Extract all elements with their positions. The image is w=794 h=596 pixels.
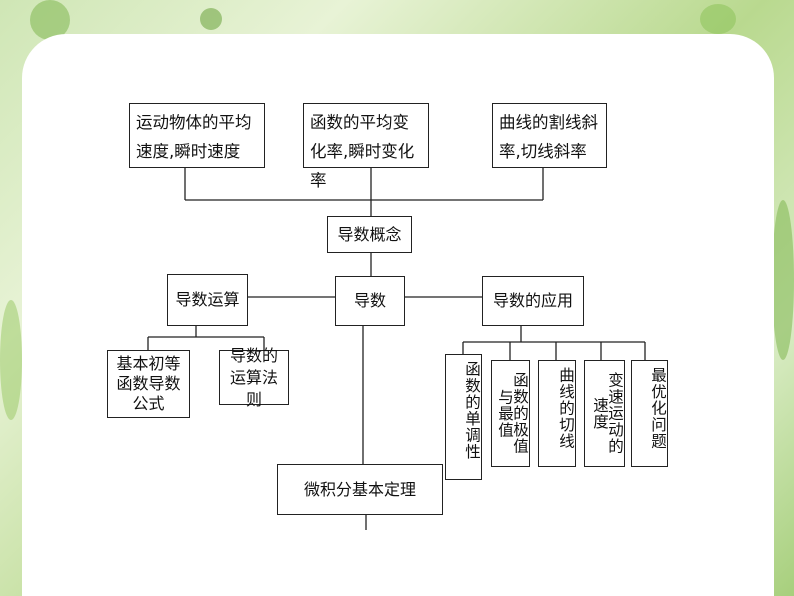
background-leaf <box>772 200 794 360</box>
node-operations: 导数运算 <box>167 274 248 326</box>
node-function-rate: 函数的平均变化率,瞬时变化率 <box>303 103 429 190</box>
node-concept: 导数概念 <box>327 216 412 253</box>
node-extremum: 函数的极值与最值 <box>491 360 530 467</box>
background-leaf <box>700 4 736 34</box>
node-basic-formulas: 基本初等函数导数公式 <box>107 350 190 418</box>
node-calculus-theorem: 微积分基本定理 <box>277 464 443 515</box>
node-application: 导数的应用 <box>482 276 584 326</box>
node-derivative: 导数 <box>335 276 405 326</box>
background-leaf <box>0 300 22 420</box>
background-leaf <box>200 8 222 30</box>
node-variable-motion: 变速运动的速度 <box>584 360 625 467</box>
background-leaf <box>30 0 70 40</box>
node-motion-speed: 运动物体的平均速度,瞬时速度 <box>129 103 265 168</box>
node-tangent: 曲线的切线 <box>538 360 576 467</box>
node-monotonicity: 函数的单调性 <box>445 354 482 480</box>
node-curve-slope: 曲线的割线斜率,切线斜率 <box>492 103 607 168</box>
node-optimization: 最优化问题 <box>631 360 668 467</box>
node-operation-rules: 导数的运算法则 <box>219 346 289 409</box>
